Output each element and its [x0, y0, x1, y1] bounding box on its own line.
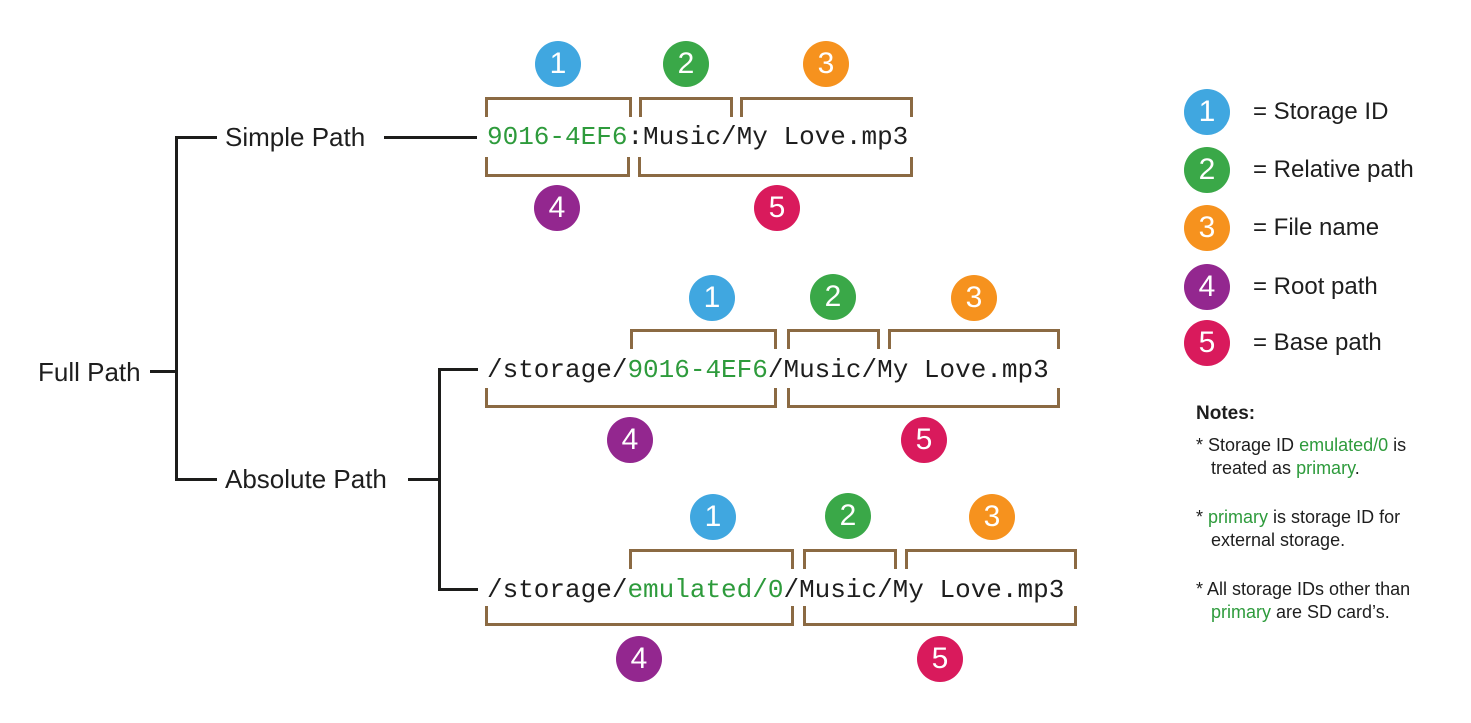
- bracket-relative-path: [787, 329, 880, 349]
- note-text: is: [1388, 435, 1407, 455]
- note-emulated-primary: * Storage ID emulated/0 is treated as pri…: [1196, 434, 1471, 480]
- tree-line: [150, 370, 178, 373]
- marker-root-path: 4: [607, 417, 653, 463]
- absolute-path-sd-text: /storage/9016-4EF6/Music/My Love.mp3: [487, 353, 1049, 387]
- note-text: is storage ID for: [1268, 507, 1401, 527]
- simple-path-text: 9016-4EF6:Music/My Love.mp3: [487, 120, 908, 154]
- marker-base-path: 5: [754, 185, 800, 231]
- marker-relative-path: 2: [825, 493, 871, 539]
- bracket-file-name: [740, 97, 913, 117]
- bracket-storage-id: [629, 549, 794, 569]
- note-text: * Storage ID: [1196, 435, 1300, 455]
- legend-marker-base-path: 5: [1184, 320, 1230, 366]
- note-primary-external: * primary is storage ID for external stor…: [1196, 506, 1471, 552]
- bracket-file-name: [888, 329, 1060, 349]
- tree-line: [408, 478, 440, 481]
- bracket-storage-id: [630, 329, 777, 349]
- marker-base-path: 5: [917, 636, 963, 682]
- marker-root-path: 4: [534, 185, 580, 231]
- notes-heading: Notes:: [1196, 403, 1256, 424]
- bracket-relative-path: [639, 97, 733, 117]
- bracket-root-path: [485, 157, 630, 177]
- tree-line: [175, 478, 217, 481]
- note-text: external storage.: [1211, 530, 1346, 550]
- marker-file-name: 3: [969, 494, 1015, 540]
- bracket-root-path: [485, 388, 777, 408]
- note-text: are SD card’s.: [1271, 602, 1390, 622]
- marker-file-name: 3: [951, 275, 997, 321]
- path-rest-segment: /Music/My Love.mp3: [783, 575, 1065, 605]
- path-rest-segment: /Music/My Love.mp3: [767, 355, 1049, 385]
- note-green-text: primary: [1208, 507, 1269, 527]
- storage-id-segment: emulated/0: [627, 575, 784, 605]
- legend-marker-root-path: 4: [1184, 264, 1230, 310]
- bracket-storage-id: [485, 97, 632, 117]
- legend-label-relative-path: = Relative path: [1253, 156, 1414, 183]
- marker-base-path: 5: [901, 417, 947, 463]
- tree-line: [384, 136, 477, 139]
- legend-marker-file-name: 3: [1184, 205, 1230, 251]
- marker-file-name: 3: [803, 41, 849, 87]
- legend-label-root-path: = Root path: [1253, 273, 1378, 300]
- absolute-path-primary-text: /storage/emulated/0/Music/My Love.mp3: [487, 573, 1064, 607]
- legend-marker-relative-path: 2: [1184, 147, 1230, 193]
- bracket-base-path: [638, 157, 913, 177]
- legend-label-base-path: = Base path: [1253, 329, 1382, 356]
- note-sd-cards: * All storage IDs other than primary are …: [1196, 578, 1471, 624]
- tree-line: [175, 136, 178, 481]
- note-green-text: primary: [1296, 458, 1355, 478]
- bracket-base-path: [803, 606, 1077, 626]
- note-text: treated as: [1211, 458, 1297, 478]
- bracket-root-path: [485, 606, 794, 626]
- note-text: *: [1196, 507, 1209, 527]
- tree-line: [438, 368, 478, 371]
- storage-id-segment: 9016-4EF6: [487, 122, 628, 152]
- marker-storage-id: 1: [690, 494, 736, 540]
- note-text: * All storage IDs other than: [1196, 579, 1411, 599]
- marker-relative-path: 2: [810, 274, 856, 320]
- full-path-label: Full Path: [38, 357, 141, 387]
- notes-section: Notes: * Storage ID emulated/0 is treated…: [1196, 402, 1471, 650]
- legend-label-file-name: = File name: [1253, 214, 1380, 241]
- marker-storage-id: 1: [535, 41, 581, 87]
- bracket-base-path: [787, 388, 1060, 408]
- tree-line: [438, 588, 478, 591]
- bracket-file-name: [905, 549, 1077, 569]
- note-text: .: [1354, 458, 1360, 478]
- marker-root-path: 4: [616, 636, 662, 682]
- legend-label-storage-id: = Storage ID: [1253, 98, 1389, 125]
- simple-path-label: Simple Path: [225, 122, 366, 152]
- note-green-text: primary: [1211, 602, 1272, 622]
- absolute-path-label: Absolute Path: [225, 464, 387, 494]
- marker-storage-id: 1: [689, 275, 735, 321]
- path-prefix-segment: /storage/: [487, 575, 628, 605]
- legend-marker-storage-id: 1: [1184, 89, 1230, 135]
- bracket-relative-path: [803, 549, 897, 569]
- path-rest-segment: :Music/My Love.mp3: [627, 122, 909, 152]
- tree-line: [438, 368, 441, 590]
- tree-line: [175, 136, 217, 139]
- path-prefix-segment: /storage/: [487, 355, 628, 385]
- storage-id-segment: 9016-4EF6: [627, 355, 768, 385]
- note-green-text: emulated/0: [1299, 435, 1389, 455]
- marker-relative-path: 2: [663, 41, 709, 87]
